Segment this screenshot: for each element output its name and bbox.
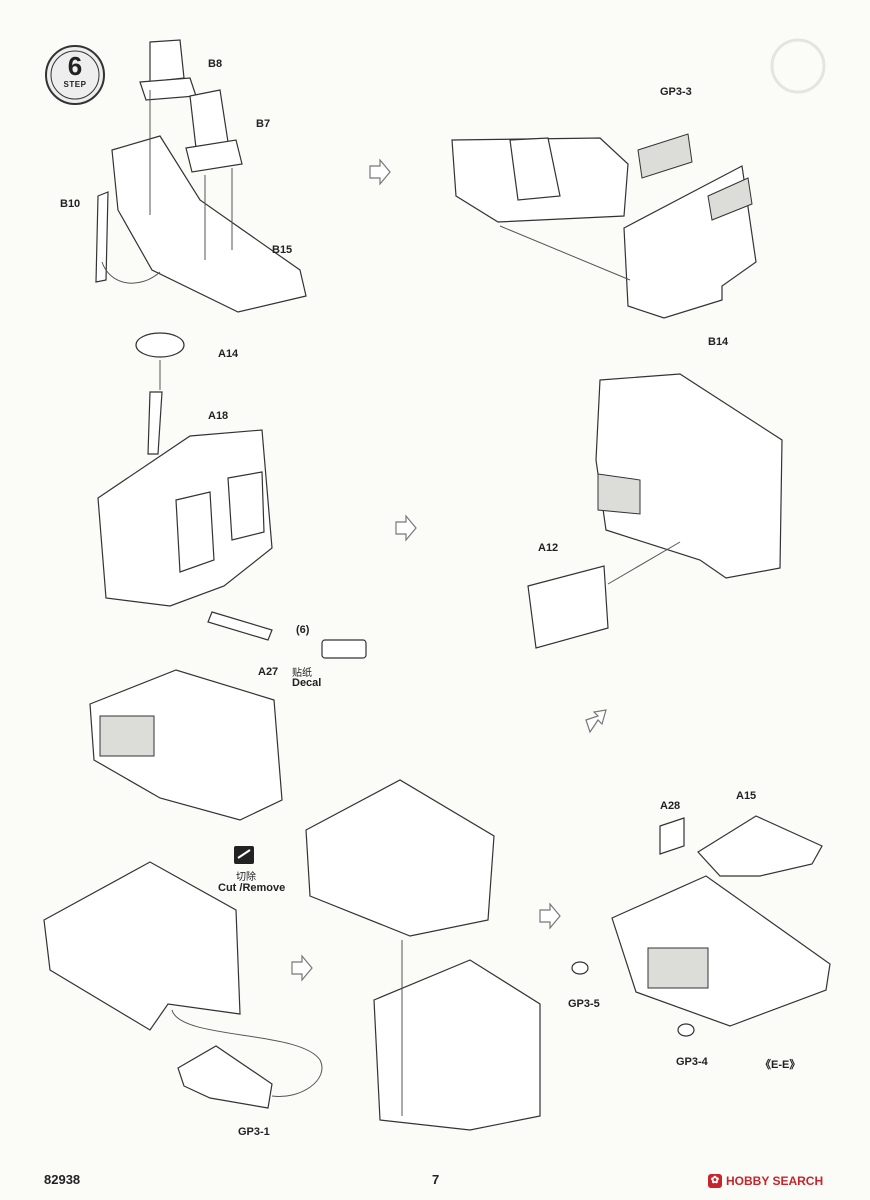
- label-b10: B10: [60, 198, 81, 210]
- seat-b8-drawing: [139, 39, 197, 101]
- cut-label-en: Cut /Remove: [218, 882, 286, 894]
- part-gp3-1-drawing: [171, 1009, 323, 1109]
- step-badge: 6 STEP: [44, 44, 106, 106]
- flow-arrow-2: [395, 514, 417, 542]
- label-gp3-5: GP3-5: [568, 998, 600, 1010]
- floor-b15-drawing: [111, 90, 307, 313]
- flow-arrow-3: [585, 709, 607, 734]
- bar-a27-drawing: [207, 611, 273, 641]
- hobby-search-logo-icon: ✿: [708, 1174, 722, 1188]
- cover-a15-drawing: [697, 815, 823, 877]
- label-a14: A14: [218, 348, 239, 360]
- label-b7: B7: [256, 118, 271, 130]
- flow-arrow-1: [369, 158, 391, 186]
- lever-b10-drawing: [95, 191, 161, 284]
- step-badge-icon: [45, 45, 105, 105]
- decal-label-cn: 贴纸: [292, 668, 312, 679]
- label-a28: A28: [660, 800, 681, 812]
- brand-name: HOBBY SEARCH: [726, 1174, 824, 1188]
- panel-a12-drawing: [527, 541, 681, 649]
- combined-cab-drawing: [305, 779, 541, 1131]
- cab-shell-drawing: [595, 373, 783, 579]
- label-b8: B8: [208, 58, 223, 70]
- light-gp3-5-drawing: [571, 961, 589, 975]
- label-gp3-1: GP3-1: [238, 1126, 270, 1138]
- cut-label-cn: 切除: [236, 872, 256, 883]
- label-a18: A18: [208, 410, 229, 422]
- rear-body-drawing: [611, 875, 831, 1027]
- seat-b7-drawing: [185, 89, 243, 173]
- step-number: 6: [67, 51, 83, 81]
- page-number: 7: [432, 1172, 440, 1187]
- label-b14: B14: [708, 336, 729, 348]
- label-gp3-3: GP3-3: [660, 86, 692, 98]
- kit-code: 82938: [44, 1172, 81, 1187]
- light-gp3-4-drawing: [677, 1023, 695, 1037]
- label-a27: A27: [258, 666, 279, 678]
- label-a12: A12: [538, 542, 559, 554]
- lower-body-drawing: [43, 861, 241, 1031]
- decal-label-en: Decal: [292, 677, 322, 689]
- hobby-search-brand: ✿ HOBBY SEARCH: [708, 1172, 823, 1190]
- step-word: STEP: [63, 80, 87, 89]
- label-gp3-4: GP3-4: [676, 1056, 708, 1068]
- label-b15: B15: [272, 244, 293, 256]
- label-a15: A15: [736, 790, 757, 802]
- decal-number: (6): [296, 624, 310, 636]
- hood-assembly-drawing: [89, 669, 283, 821]
- panel-b14-drawing: [499, 165, 757, 319]
- steering-wheel-a14-drawing: [135, 332, 185, 390]
- bracket-a28-drawing: [659, 817, 685, 855]
- cab-floor-assembly-drawing: [451, 137, 629, 223]
- flow-arrow-5: [539, 902, 561, 930]
- flow-arrow-4: [291, 954, 313, 982]
- decal-sheet-drawing: [321, 639, 367, 659]
- part-gp3-3-drawing: [637, 133, 693, 179]
- column-a18-drawing: [147, 391, 163, 455]
- cut-remove-icon: [234, 846, 254, 864]
- watermark-icon: [770, 38, 826, 94]
- cab-interior-drawing: [97, 429, 273, 607]
- view-label: 《E-E》: [760, 1059, 801, 1071]
